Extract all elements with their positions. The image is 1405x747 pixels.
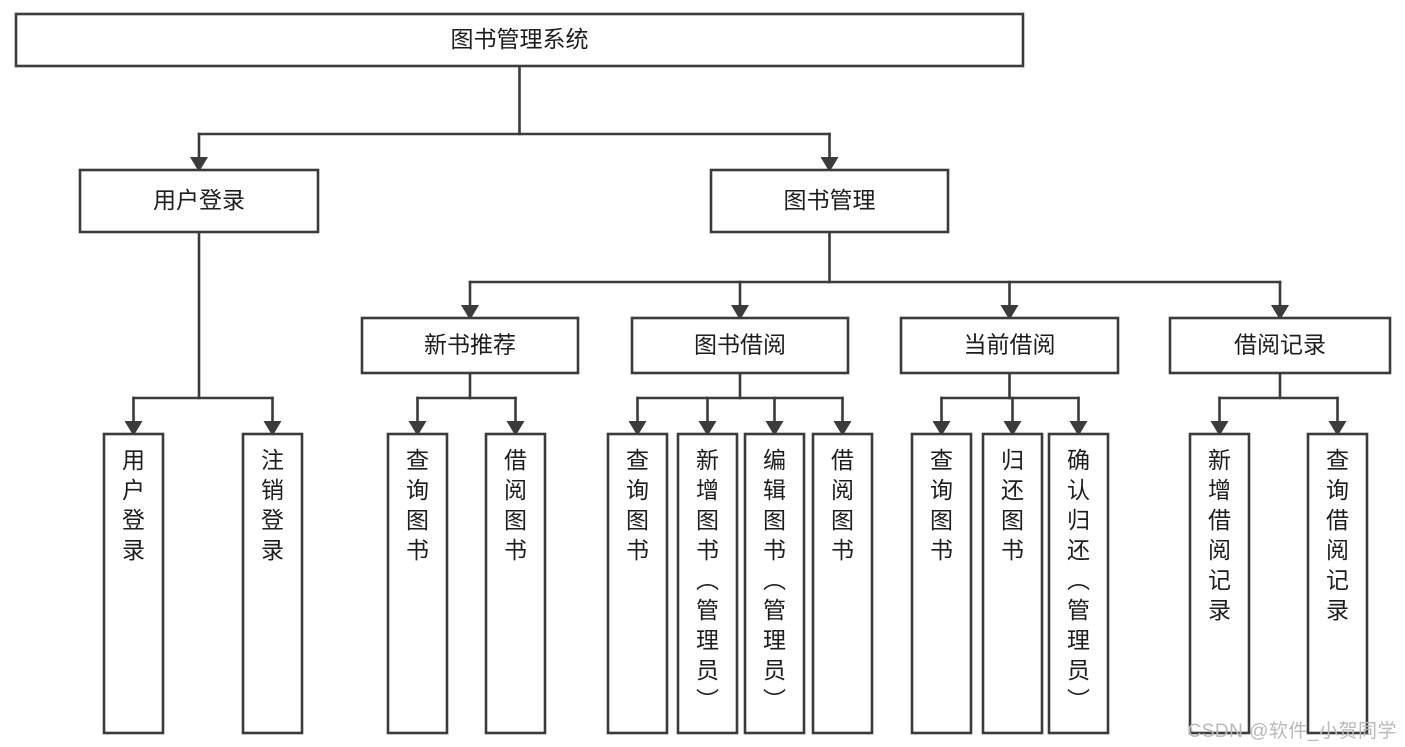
node-new-book-rec[interactable]: 新书推荐: [360, 316, 580, 375]
arrow-head-icon: [1003, 421, 1022, 436]
arrow-head-icon: [408, 421, 427, 436]
node-box: [709, 168, 950, 234]
arrow-head-icon: [190, 157, 208, 172]
arrow-head-icon: [506, 421, 525, 436]
node-label: 新增图书︵管理员︶: [696, 447, 719, 713]
node-leaf-borrow-edit-book[interactable]: 编辑图书︵管理员︶: [743, 432, 806, 735]
node-leaf-borrow-query-book[interactable]: 查询图书: [606, 432, 669, 735]
node-book-manage[interactable]: 图书管理: [709, 168, 950, 234]
node-box: [1306, 432, 1369, 735]
node-label: 归还图书: [1001, 447, 1024, 563]
node-box: [1047, 432, 1110, 735]
edge-group-root: [190, 64, 839, 172]
arrow-head-icon: [628, 421, 647, 436]
arrow-head-icon: [765, 421, 784, 436]
node-leaf-current-confirm-return[interactable]: 确认归还︵管理员︶: [1047, 432, 1110, 735]
node-label: 查询图书: [406, 447, 429, 563]
node-leaf-record-query[interactable]: 查询借阅记录: [1306, 432, 1369, 735]
node-leaf-rec-borrow-book[interactable]: 借阅图书: [484, 432, 547, 735]
node-box: [102, 432, 165, 735]
node-box: [360, 316, 580, 375]
node-leaf-borrow-add-book[interactable]: 新增图书︵管理员︶: [676, 432, 739, 735]
node-label: 查询图书: [626, 447, 649, 563]
arrow-head-icon: [1210, 421, 1229, 436]
node-box: [676, 432, 739, 735]
edge-group-new-book-rec: [408, 371, 525, 436]
node-label: 查询借阅记录: [1326, 447, 1349, 623]
arrow-head-icon: [932, 421, 951, 436]
node-box: [386, 432, 449, 735]
arrow-head-icon: [833, 421, 852, 436]
node-layer: 图书管理系统用户登录图书管理新书推荐图书借阅当前借阅借阅记录用户登录注销登录查询…: [14, 12, 1392, 735]
node-label: 用户登录: [122, 447, 145, 563]
node-label: 当前借阅: [964, 332, 1056, 358]
node-current-borrow[interactable]: 当前借阅: [899, 316, 1120, 375]
node-box: [743, 432, 806, 735]
node-label: 用户登录: [153, 187, 245, 213]
node-leaf-user-logout[interactable]: 注销登录: [241, 432, 304, 735]
node-box: [78, 168, 320, 234]
edge-group-book-borrow: [628, 371, 852, 436]
node-label: 查询图书: [930, 447, 953, 563]
watermark-label: CSDN @软件_小贺同学: [1187, 721, 1397, 742]
node-label: 新书推荐: [424, 332, 516, 358]
node-box: [14, 12, 1025, 68]
node-leaf-rec-query-book[interactable]: 查询图书: [386, 432, 449, 735]
arrow-head-icon: [1000, 305, 1019, 320]
arrow-head-icon: [263, 421, 282, 436]
node-box: [630, 316, 850, 375]
node-box: [910, 432, 973, 735]
node-label: 编辑图书︵管理员︶: [763, 447, 786, 713]
arrow-head-icon: [461, 305, 479, 320]
node-box: [1168, 316, 1392, 375]
node-box: [484, 432, 547, 735]
node-box: [811, 432, 874, 735]
node-leaf-borrow-borrow-book[interactable]: 借阅图书: [811, 432, 874, 735]
node-root[interactable]: 图书管理系统: [14, 12, 1025, 68]
edge-group-book-manage: [461, 230, 1289, 320]
node-user-login[interactable]: 用户登录: [78, 168, 320, 234]
node-label: 借阅图书: [504, 447, 527, 563]
node-label: 借阅图书: [831, 447, 854, 563]
node-label: 借阅记录: [1234, 332, 1326, 358]
node-label: 图书管理: [784, 187, 876, 213]
arrow-head-icon: [731, 305, 749, 320]
arrow-head-icon: [1069, 421, 1088, 436]
node-box: [899, 316, 1120, 375]
arrow-head-icon: [1328, 421, 1347, 436]
arrow-head-icon: [698, 421, 717, 436]
arrow-head-icon: [124, 421, 143, 436]
node-label: 图书借阅: [694, 332, 786, 358]
node-leaf-current-return-book[interactable]: 归还图书: [981, 432, 1044, 735]
node-label: 新增借阅记录: [1208, 447, 1231, 623]
edge-group-user-login: [124, 230, 282, 436]
node-leaf-record-add[interactable]: 新增借阅记录: [1188, 432, 1251, 735]
node-label: 注销登录: [261, 447, 284, 563]
node-borrow-record[interactable]: 借阅记录: [1168, 316, 1392, 375]
edge-layer: [124, 64, 1347, 436]
edge-group-borrow-record: [1210, 371, 1347, 436]
node-box: [241, 432, 304, 735]
arrow-head-icon: [820, 157, 839, 172]
edge-group-current-borrow: [932, 371, 1088, 436]
node-leaf-current-query-book[interactable]: 查询图书: [910, 432, 973, 735]
node-box: [606, 432, 669, 735]
node-label: 图书管理系统: [451, 26, 589, 52]
node-box: [1188, 432, 1251, 735]
node-book-borrow[interactable]: 图书借阅: [630, 316, 850, 375]
node-leaf-user-login[interactable]: 用户登录: [102, 432, 165, 735]
node-box: [981, 432, 1044, 735]
arrow-head-icon: [1271, 305, 1289, 320]
node-label: 确认归还︵管理员︶: [1067, 447, 1090, 713]
